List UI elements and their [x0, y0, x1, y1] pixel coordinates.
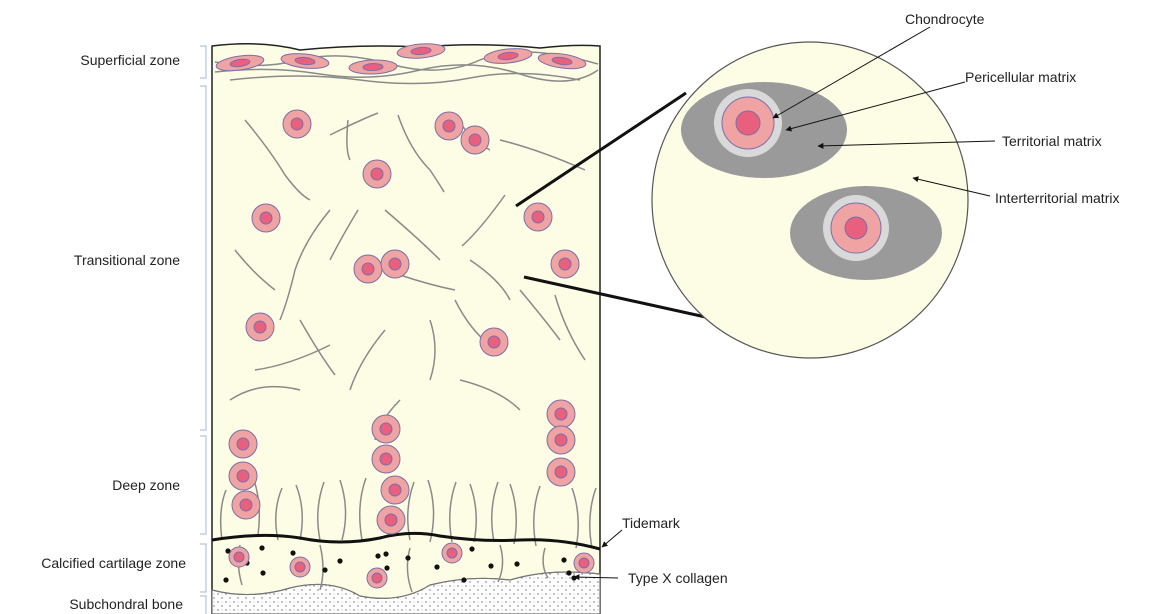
label-tidemark: Tidemark — [622, 515, 681, 531]
chondrocyte-nucleus — [447, 548, 457, 558]
bracket-deep — [200, 436, 206, 534]
label-interterritorial-matrix: Interterritorial matrix — [995, 190, 1119, 206]
bracket-transitional — [200, 86, 206, 430]
chondrocyte-nucleus — [380, 453, 392, 465]
chondrocyte-nucleus — [237, 470, 249, 482]
chondrocyte-nucleus — [389, 484, 401, 496]
bracket-subchondral — [200, 596, 206, 614]
zoom-circle — [652, 42, 968, 358]
arrow-tidemark — [602, 530, 622, 547]
chondrocyte-nucleus — [291, 118, 303, 130]
chondrocyte-nucleus — [532, 211, 544, 223]
label-type-x-collagen: Type X collagen — [628, 570, 728, 586]
zone-label-transitional: Transitional zone — [74, 252, 180, 268]
zone-label-calcified: Calcified cartilage zone — [41, 555, 186, 571]
chondrocyte-nucleus — [555, 408, 567, 420]
bracket-superficial — [200, 46, 206, 78]
chondrocyte-nucleus — [371, 168, 383, 180]
chondrocyte-nucleus — [443, 120, 455, 132]
zone-brackets — [200, 46, 206, 614]
chondrocyte-nucleus — [254, 321, 266, 333]
chondrocyte-nucleus — [240, 499, 252, 511]
chondrocyte-nucleus — [389, 258, 401, 270]
zone-label-subchondral: Subchondral bone — [69, 596, 183, 612]
chondrocyte-nucleus-lower — [845, 217, 867, 239]
zoom-cell-lower — [790, 186, 942, 280]
bracket-calcified — [200, 544, 206, 592]
chondrocyte-nucleus — [372, 573, 382, 583]
chondrocyte-nucleus — [488, 336, 500, 348]
chondrocyte-nucleus — [469, 134, 481, 146]
chondrocyte-nucleus — [295, 562, 305, 572]
chondrocyte-nucleus-upper — [736, 111, 760, 135]
chondrocyte-nucleus — [380, 423, 392, 435]
chondrocyte-nucleus — [559, 258, 571, 270]
chondrocyte-nucleus — [260, 212, 272, 224]
chondrocyte-nucleus — [237, 438, 249, 450]
zone-label-deep: Deep zone — [112, 477, 180, 493]
zone-label-superficial: Superficial zone — [80, 52, 180, 68]
chondrocyte-nucleus — [555, 466, 567, 478]
chondrocyte-nucleus — [579, 558, 589, 568]
chondrocyte-nucleus — [555, 434, 567, 446]
zoom-cell-upper — [681, 82, 847, 178]
chondrocyte-nucleus — [362, 263, 374, 275]
label-territorial-matrix: Territorial matrix — [1002, 133, 1102, 149]
chondrocyte-nucleus — [234, 552, 244, 562]
label-chondrocyte: Chondrocyte — [905, 11, 985, 27]
chondrocyte-nucleus — [385, 514, 397, 526]
label-pericellular-matrix: Pericellular matrix — [965, 69, 1076, 85]
